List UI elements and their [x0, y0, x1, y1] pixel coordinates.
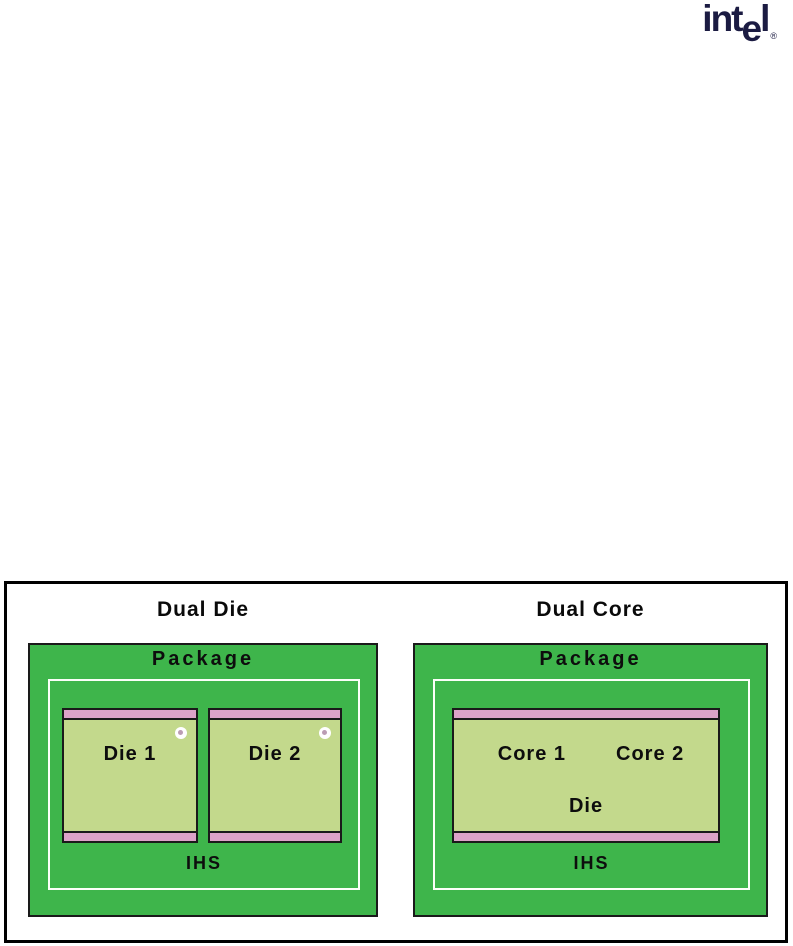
ihs-outline [433, 679, 750, 890]
ihs-outline [48, 679, 360, 890]
intel-logo-dropped-e: e [741, 8, 763, 49]
die-bottom-strip [454, 831, 718, 841]
die-label: Die [568, 795, 604, 817]
die-2-block: Die 2 [208, 708, 342, 843]
core-2-label: Core 2 [616, 743, 685, 765]
die-top-strip [64, 710, 196, 720]
ihs-label: IHS [185, 853, 222, 873]
die-top-strip [454, 710, 718, 720]
die-bottom-strip [64, 831, 196, 841]
intel-logo: intel® [702, 0, 777, 52]
figure-dual-die-vs-dual-core: Dual Die Dual Core Package Die 1 Die 2 [4, 581, 788, 943]
core-1-label: Core 1 [497, 743, 566, 765]
die-corner-marker-icon [175, 727, 187, 739]
intel-logo-int: int [702, 0, 743, 39]
die-1-block: Die 1 [62, 708, 198, 843]
die-body: Core 1 Core 2 Die [454, 720, 718, 831]
package-label: Package [539, 648, 642, 670]
die-1-label: Die 1 [103, 743, 157, 765]
die-corner-marker-icon [319, 727, 331, 739]
die-body: Die 1 [64, 720, 196, 831]
single-die-block: Core 1 Core 2 Die [452, 708, 720, 843]
core-row: Core 1 Core 2 [454, 720, 718, 766]
die-2-label: Die 2 [248, 743, 302, 765]
die-bottom-strip [210, 831, 340, 841]
intel-logo-l: l [760, 0, 770, 39]
dual-die-package-box: Package Die 1 Die 2 IHS [28, 643, 378, 917]
dual-core-title: Dual Core [536, 598, 645, 621]
die-body: Die 2 [210, 720, 340, 831]
die-top-strip [210, 710, 340, 720]
ihs-label: IHS [573, 853, 610, 873]
registered-trademark-icon: ® [770, 31, 777, 41]
package-label: Package [151, 648, 255, 670]
dual-die-title: Dual Die [156, 598, 250, 621]
dual-core-package-box: Package Core 1 Core 2 Die IHS [413, 643, 768, 917]
